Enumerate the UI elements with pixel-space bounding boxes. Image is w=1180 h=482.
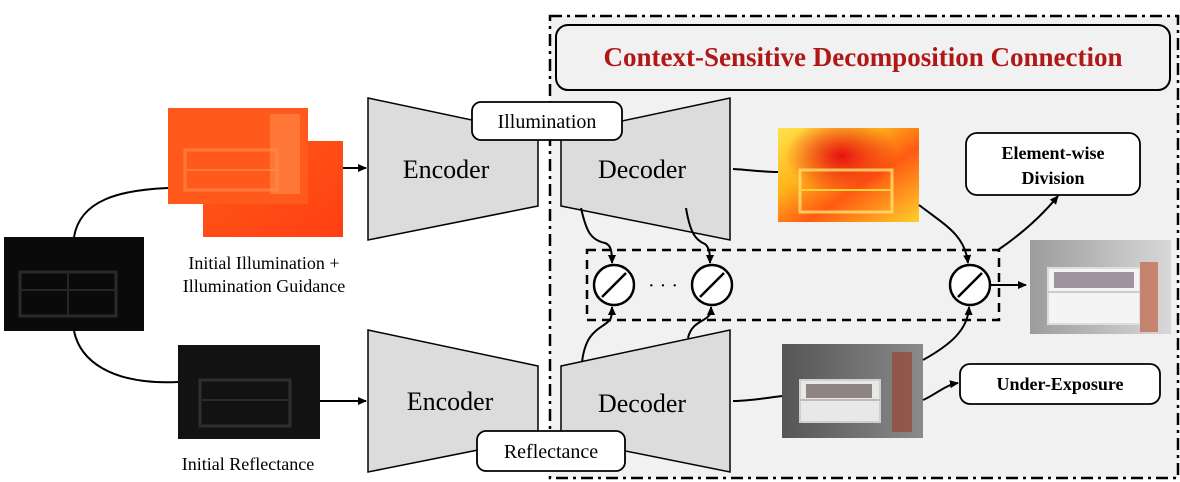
division-operator-2: [690, 263, 734, 307]
panel-title: Context-Sensitive Decomposition Connecti…: [604, 42, 1123, 72]
division-label-line1: Element-wise: [1002, 143, 1105, 163]
caption-illumination-1: Initial Illumination +: [188, 253, 339, 273]
caption-reflectance: Initial Reflectance: [182, 454, 314, 474]
title-box: [555, 24, 1171, 91]
decoder-bottom-label: Decoder: [598, 389, 686, 418]
division-operator-3: [948, 263, 992, 307]
input-low-light-image: [4, 237, 144, 331]
under-exposure-label: Under-Exposure: [996, 374, 1123, 394]
element-wise-division-box: [965, 132, 1141, 196]
under-exposure-box: [959, 363, 1161, 405]
decoder-top-label: Decoder: [598, 155, 686, 184]
ellipsis: · · ·: [648, 275, 678, 297]
reflectance-tag-label: Reflectance: [504, 441, 598, 463]
encoder-bottom-label: Encoder: [407, 387, 494, 416]
illumination-tag: [471, 101, 623, 141]
initial-reflectance-image: [178, 345, 320, 439]
division-label-line2: Division: [1021, 168, 1084, 188]
division-operator-1: [592, 263, 636, 307]
illumination-tag-label: Illumination: [498, 111, 597, 133]
enhanced-output-image: [1030, 240, 1171, 334]
initial-illumination-images: [168, 108, 343, 237]
illumination-heatmap-image: [778, 128, 919, 222]
caption-illumination-2: Illumination Guidance: [183, 276, 345, 296]
reflectance-tag: [476, 430, 626, 472]
encoder-top-label: Encoder: [403, 155, 490, 184]
reflectance-output-image: [782, 344, 923, 438]
